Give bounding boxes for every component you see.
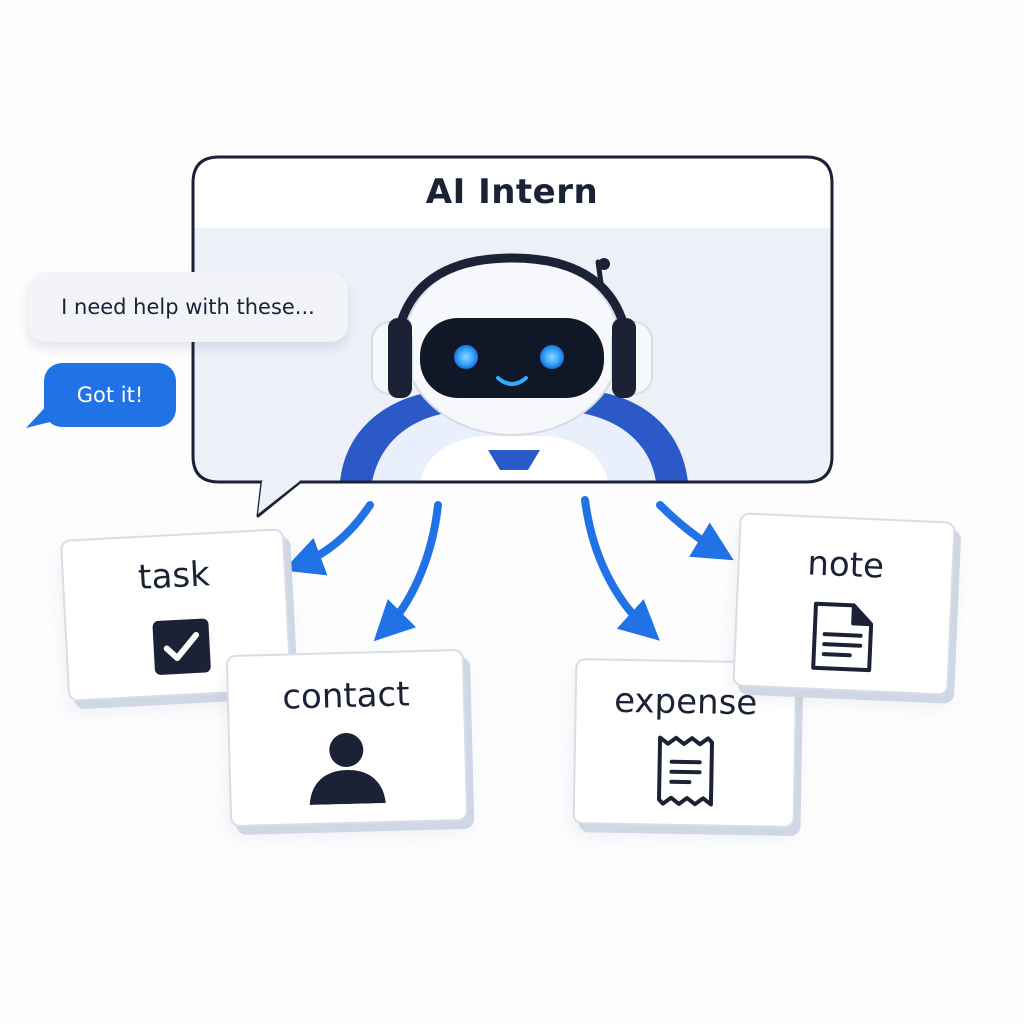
expense-card: expense bbox=[572, 658, 798, 828]
person-icon bbox=[309, 733, 386, 805]
arrow-to-contact bbox=[373, 501, 442, 642]
contact-card: contact bbox=[225, 648, 469, 828]
ai-intern-panel bbox=[191, 155, 834, 518]
receipt-icon bbox=[657, 735, 715, 807]
arrow-to-note bbox=[656, 501, 734, 561]
incoming-message-text: I need help with these... bbox=[61, 295, 315, 319]
reply-bubble-tail bbox=[26, 400, 66, 428]
note-card-label: note bbox=[806, 543, 885, 587]
arrow-to-task bbox=[282, 501, 374, 576]
note-card: note bbox=[732, 512, 956, 696]
document-icon bbox=[811, 601, 874, 673]
incoming-message-bubble: I need help with these... bbox=[28, 272, 348, 342]
panel-title: AI Intern bbox=[425, 172, 599, 212]
contact-card-label: contact bbox=[281, 674, 411, 718]
flow-arrows bbox=[282, 496, 734, 642]
task-card-label: task bbox=[137, 554, 211, 598]
checkbox-icon bbox=[152, 618, 211, 675]
arrow-to-expense bbox=[581, 496, 660, 641]
robot-avatar bbox=[340, 253, 688, 482]
reply-message-text: Got it! bbox=[76, 383, 144, 407]
task-card: task bbox=[59, 528, 293, 702]
reply-message-bubble: Got it! bbox=[44, 363, 176, 427]
